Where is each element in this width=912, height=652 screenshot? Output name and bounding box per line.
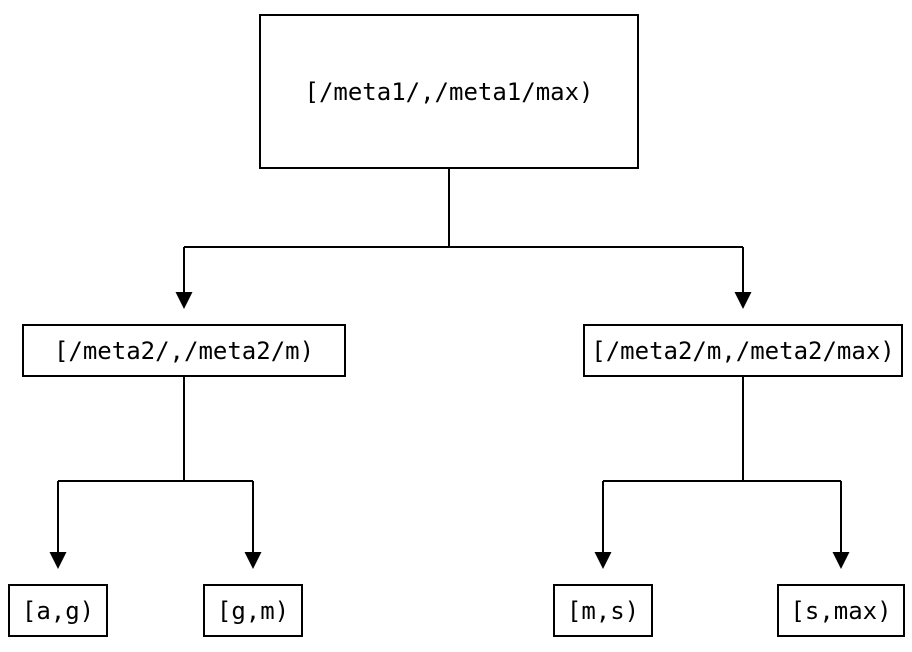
arrowhead-leaf-a-g bbox=[49, 552, 67, 569]
edge-root-to-children bbox=[175, 169, 752, 309]
arrowhead-meta2-low bbox=[175, 292, 193, 309]
node-meta2-high-range: [/meta2/m,/meta2/max) bbox=[583, 324, 903, 377]
node-leaf-s-max: [s,max) bbox=[777, 584, 905, 637]
arrowhead-meta2-high bbox=[734, 292, 752, 309]
arrowhead-leaf-s-max bbox=[832, 552, 850, 569]
edge-meta2-low-to-leaves bbox=[49, 377, 262, 569]
arrowhead-leaf-m-s bbox=[594, 552, 612, 569]
node-leaf-a-g: [a,g) bbox=[8, 584, 108, 637]
node-root-range: [/meta1/,/meta1/max) bbox=[259, 14, 639, 169]
node-meta2-low-range: [/meta2/,/meta2/m) bbox=[22, 324, 346, 377]
node-leaf-g-m: [g,m) bbox=[203, 584, 303, 637]
node-leaf-m-s: [m,s) bbox=[553, 584, 653, 637]
edge-meta2-high-to-leaves bbox=[594, 377, 850, 569]
arrowhead-leaf-g-m bbox=[244, 552, 262, 569]
